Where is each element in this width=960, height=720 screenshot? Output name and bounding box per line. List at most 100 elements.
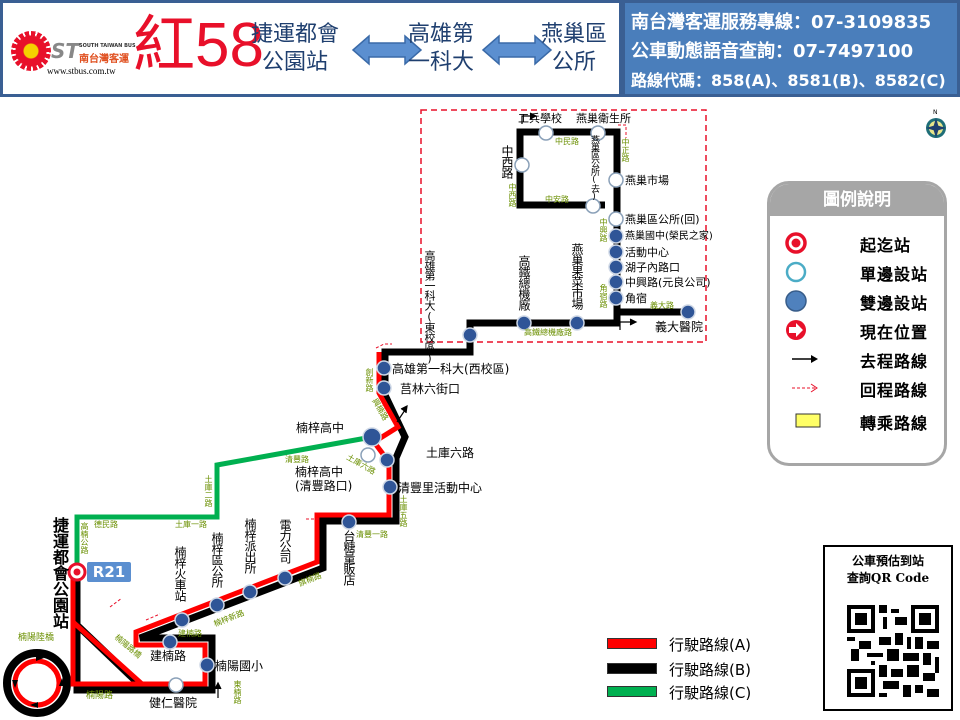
stop-label[interactable]: 高雄第一科大(東校區): [423, 250, 436, 364]
legend-item: 單邊設站: [770, 258, 944, 284]
legend-item: 雙邊設站: [770, 287, 944, 313]
stop-marker[interactable]: [608, 211, 624, 227]
stop-label[interactable]: 楠梓高中: [296, 421, 345, 435]
road-label: 中興路: [599, 218, 608, 242]
road-label: 楠陽路: [86, 691, 114, 701]
stop-label[interactable]: 活動中心: [625, 246, 669, 259]
route-line-legend-item: 行駛路線(B): [607, 659, 807, 679]
stop-marker[interactable]: [242, 584, 258, 600]
stop-label[interactable]: 工兵學校: [518, 112, 562, 125]
qr-title-line2: 查詢QR Code: [846, 571, 930, 585]
stop-marker[interactable]: [608, 244, 624, 260]
website-url[interactable]: www.stbus.com.tw: [47, 66, 116, 76]
map-legend: 圖例說明 起迄站 單邊設站 雙邊設站 現在位置 去程路線 回程路線 轉乘路線: [767, 181, 947, 466]
stop-label[interactable]: 燕巢區公所(回): [625, 213, 700, 226]
road-label: 義大路: [650, 301, 674, 310]
stop-label[interactable]: 湖子內路口: [625, 261, 680, 274]
stop-marker[interactable]: [608, 274, 624, 290]
stop-marker[interactable]: [538, 125, 554, 141]
stop-marker[interactable]: [382, 479, 398, 495]
road-label: 中民路: [555, 137, 579, 146]
stop-marker[interactable]: [341, 514, 357, 530]
road-label: 中正路: [621, 138, 630, 162]
stop-label[interactable]: 燕巢區公所(去): [589, 135, 599, 201]
road-label: 高楠公路: [80, 522, 89, 554]
stop-marker[interactable]: [209, 597, 225, 613]
stop-label[interactable]: 義大醫院: [655, 320, 704, 334]
stop-marker[interactable]: [168, 677, 184, 693]
line: 公園站: [262, 50, 329, 75]
stop-label[interactable]: 楠梓火車站: [173, 546, 187, 601]
route-line-legend-item: 行駛路線(A): [607, 634, 807, 654]
line: 燕巢區: [541, 22, 608, 47]
stop-label[interactable]: 燕巢衛生所: [576, 112, 631, 125]
road-label: 建楠路: [178, 629, 202, 638]
stop-label[interactable]: 燕巢市場: [625, 174, 669, 187]
legend-label: 起迄站: [860, 236, 912, 255]
legend-label: 回程路線: [860, 381, 929, 400]
legend-label: 單邊設站: [860, 265, 929, 284]
road-label: 中安路: [545, 195, 569, 204]
stop-label[interactable]: 健仁醫院: [149, 696, 198, 710]
stop-marker[interactable]: [376, 380, 392, 396]
stop-label[interactable]: 建楠路: [150, 649, 187, 663]
qr-code-icon[interactable]: [847, 605, 939, 697]
road-label: 楠陽陸橋: [18, 633, 55, 643]
service-hotline: 南台灣客運服務專線：07-3109835: [631, 12, 932, 33]
outbound-arrows: [214, 112, 638, 698]
stop-marker[interactable]: [608, 228, 624, 244]
stop-marker[interactable]: [608, 290, 624, 306]
stop-marker[interactable]: [379, 452, 395, 468]
stop-marker[interactable]: [516, 315, 532, 331]
road-label: 土庫一路: [175, 520, 207, 529]
header-terminal-1: 捷運都會公園站: [251, 21, 339, 77]
stop-label[interactable]: 莒林六街口: [400, 382, 461, 396]
legend-item: 回程路線: [770, 374, 944, 400]
stop-label[interactable]: 高雄第一科大(西校區): [392, 362, 510, 376]
stop-marker[interactable]: [514, 157, 530, 173]
stop-label[interactable]: 楠梓區公所: [210, 532, 224, 587]
stop-label[interactable]: 燕巢果菜市場: [570, 243, 584, 309]
qr-title-line1: 公車預估到站: [851, 554, 924, 568]
stop-marker[interactable]: [608, 172, 624, 188]
road-label: 清豐路: [285, 455, 309, 464]
stop-marker[interactable]: [590, 125, 606, 141]
stop-marker[interactable]: [199, 657, 215, 673]
stop-label[interactable]: 中興路(元良公司): [625, 276, 711, 289]
transfer-area-box: [420, 109, 707, 343]
stop-label[interactable]: 楠梓高中(清豐路口): [295, 465, 352, 493]
stop-label[interactable]: 角宿: [625, 292, 647, 305]
stop-marker[interactable]: [362, 427, 382, 447]
bidirectional-arrow-icon: [351, 34, 423, 66]
stop-label[interactable]: 清豐里活動中心: [398, 481, 483, 495]
stop-marker[interactable]: [680, 304, 696, 320]
stop-label[interactable]: 電力公司: [278, 519, 292, 563]
stop-label[interactable]: 楠梓派出所: [243, 518, 257, 573]
stop-markers: [162, 125, 696, 693]
stop-marker[interactable]: [376, 360, 392, 376]
legend-item: 現在位置: [770, 316, 944, 342]
stop-label[interactable]: 中西路: [500, 145, 514, 178]
stop-marker[interactable]: [174, 612, 190, 628]
compass-north-label: N: [933, 109, 938, 116]
stop-marker[interactable]: [360, 447, 376, 463]
road-label: 清豐一路: [356, 530, 388, 539]
stop-label[interactable]: 楠陽國小: [215, 659, 264, 673]
stop-label[interactable]: 台糖量販店: [342, 530, 356, 585]
stop-label[interactable]: 高鐵總機廠: [517, 255, 531, 310]
route-line-c: [74, 434, 373, 566]
stop-label[interactable]: 土庫六路: [426, 446, 475, 460]
stop-marker[interactable]: [462, 327, 478, 343]
stop-marker[interactable]: [569, 315, 585, 331]
route-number: 紅58: [133, 11, 264, 80]
header-terminal-3: 燕巢區公所: [541, 21, 607, 77]
stop-marker[interactable]: [277, 570, 293, 586]
stop-marker[interactable]: [585, 198, 601, 214]
stop-marker[interactable]: [608, 259, 624, 275]
stop-label[interactable]: 燕巢國中(榮民之家): [625, 231, 713, 242]
stop-marker[interactable]: [162, 634, 178, 650]
line: 楠梓高中: [295, 465, 344, 479]
single-side-stop-icon: [785, 261, 807, 283]
legend-label: 去程路線: [860, 352, 929, 371]
terminal-marker[interactable]: [67, 562, 87, 582]
